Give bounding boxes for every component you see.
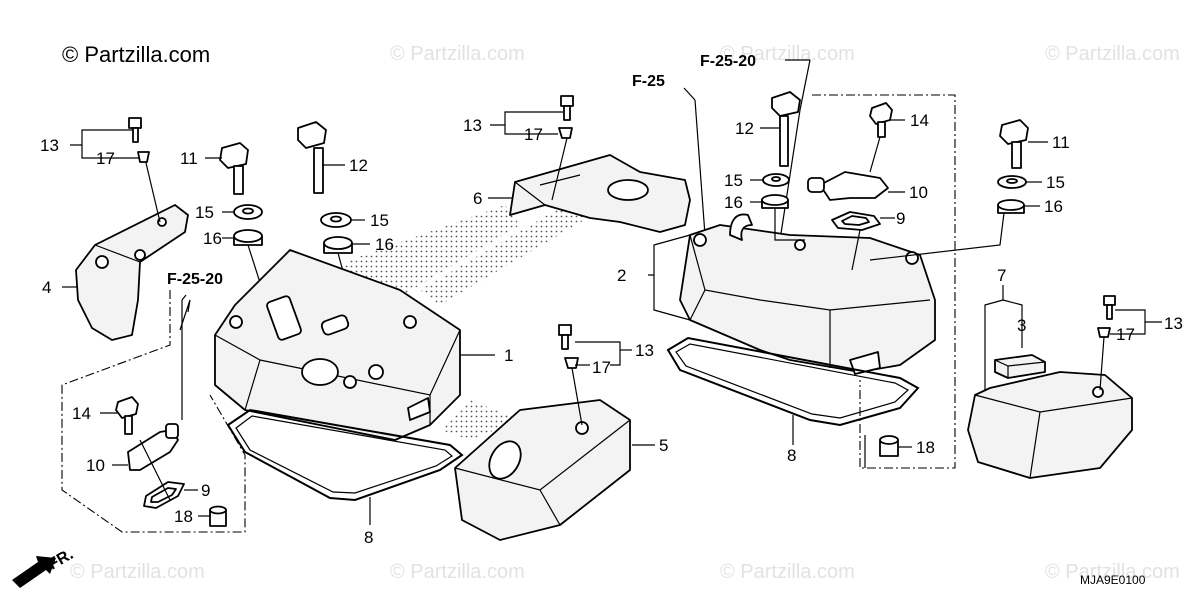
part-10-breather-left[interactable] (127, 423, 179, 471)
callout-13[interactable]: 13 (463, 116, 482, 135)
watermark-text: © Partzilla.com (720, 43, 855, 65)
part-9-seal-right[interactable] (831, 211, 881, 231)
bolt-13-center[interactable] (558, 324, 579, 369)
ref-f25[interactable]: F-25 (632, 73, 665, 90)
part-18-cap-left[interactable] (209, 505, 227, 527)
part-7-cover[interactable] (967, 371, 1133, 479)
part-18-cap-right[interactable] (879, 435, 899, 457)
ref-arrow (179, 299, 191, 331)
part-8-gasket-right[interactable] (666, 336, 920, 427)
callout-layer: 1 2 3 4 5 6 7 8 8 9 9 10 10 11 11 12 12 … (40, 111, 1183, 547)
part-8-gasket-left[interactable] (226, 408, 464, 502)
callout-13[interactable]: 13 (1164, 314, 1183, 333)
grommet-16-left-b[interactable] (323, 236, 353, 254)
callout-17[interactable]: 17 (1116, 325, 1135, 344)
brand-watermark: © Partzilla.com (62, 42, 210, 67)
callout-16[interactable]: 16 (203, 229, 222, 248)
bolt-14-left[interactable] (115, 396, 139, 435)
watermark-text: © Partzilla.com (1045, 561, 1180, 583)
callout-18[interactable]: 18 (916, 438, 935, 457)
callout-16[interactable]: 16 (375, 235, 394, 254)
callout-14[interactable]: 14 (72, 404, 91, 423)
callout-2[interactable]: 2 (617, 266, 626, 285)
bolt-13-left[interactable] (128, 117, 150, 163)
part-4-cover[interactable] (75, 204, 189, 341)
callout-11[interactable]: 11 (180, 149, 198, 168)
washer-15-left-b[interactable] (320, 212, 352, 228)
subassembly-outline-right (812, 94, 956, 469)
part-9-seal-left[interactable] (143, 481, 185, 509)
watermark-text: © Partzilla.com (720, 561, 855, 583)
callout-7[interactable]: 7 (997, 266, 1006, 285)
callout-5[interactable]: 5 (659, 436, 668, 455)
watermark-text: © Partzilla.com (1045, 43, 1180, 65)
callout-10[interactable]: 10 (86, 456, 105, 475)
grommet-16-right-b[interactable] (997, 199, 1025, 214)
callout-12[interactable]: 12 (735, 119, 754, 138)
part-2-head-cover[interactable] (679, 213, 936, 375)
callout-15[interactable]: 15 (370, 211, 389, 230)
callout-17[interactable]: 17 (96, 149, 115, 168)
part-1-head-cover[interactable] (214, 249, 461, 441)
washer-15-right-a[interactable] (762, 173, 790, 187)
grommet-16-right-a[interactable] (761, 194, 789, 209)
ref-f2520-left[interactable]: F-25-20 (167, 271, 223, 288)
callout-10[interactable]: 10 (909, 183, 928, 202)
callout-3[interactable]: 3 (1017, 316, 1026, 335)
callout-15[interactable]: 15 (195, 203, 214, 222)
diagram-code: MJA9E0100 (1080, 573, 1146, 587)
part-5-cover[interactable] (454, 399, 631, 541)
watermark-text: © Partzilla.com (390, 43, 525, 65)
callout-6[interactable]: 6 (473, 189, 482, 208)
callout-14[interactable]: 14 (910, 111, 929, 130)
bolt-11-right[interactable] (999, 119, 1029, 169)
ref-f2520-top[interactable]: F-25-20 (700, 53, 756, 70)
dotted-guide (440, 400, 520, 440)
callout-17[interactable]: 17 (592, 358, 611, 377)
callout-8[interactable]: 8 (787, 446, 796, 465)
front-direction-arrow (12, 556, 56, 588)
watermark-text: © Partzilla.com (390, 561, 525, 583)
part-3-pad[interactable] (994, 354, 1046, 379)
bolt-13-right[interactable] (1097, 295, 1116, 338)
callout-18[interactable]: 18 (174, 507, 193, 526)
bolt-11-left[interactable] (219, 142, 249, 195)
bolt-14-right[interactable] (869, 102, 893, 138)
subassembly-outline-left (61, 290, 246, 533)
callout-11[interactable]: 11 (1052, 133, 1070, 152)
part-10-breather-right[interactable] (807, 171, 889, 201)
bolt-13-center-top[interactable] (558, 95, 574, 139)
bolt-12-right[interactable] (771, 91, 801, 167)
callout-1[interactable]: 1 (504, 346, 513, 365)
grommet-16-left-a[interactable] (233, 229, 263, 246)
watermark-layer: © Partzilla.com © Partzilla.com © Partzi… (70, 43, 1180, 583)
callout-16[interactable]: 16 (1044, 197, 1063, 216)
watermark-text: © Partzilla.com (70, 561, 205, 583)
washer-15-right-b[interactable] (997, 175, 1027, 189)
callout-12[interactable]: 12 (349, 156, 368, 175)
callout-9[interactable]: 9 (896, 209, 905, 228)
part-6-cover[interactable] (509, 154, 691, 233)
dotted-guide (420, 190, 610, 305)
bolt-12-left[interactable] (297, 121, 327, 194)
callout-13[interactable]: 13 (635, 341, 654, 360)
callout-15[interactable]: 15 (724, 171, 743, 190)
callout-15[interactable]: 15 (1046, 173, 1065, 192)
callout-8[interactable]: 8 (364, 528, 373, 547)
callout-9[interactable]: 9 (201, 481, 210, 500)
callout-16[interactable]: 16 (724, 193, 743, 212)
washer-15-left-a[interactable] (233, 204, 263, 220)
callout-4[interactable]: 4 (42, 278, 51, 297)
callout-13[interactable]: 13 (40, 136, 59, 155)
callout-17[interactable]: 17 (524, 125, 543, 144)
